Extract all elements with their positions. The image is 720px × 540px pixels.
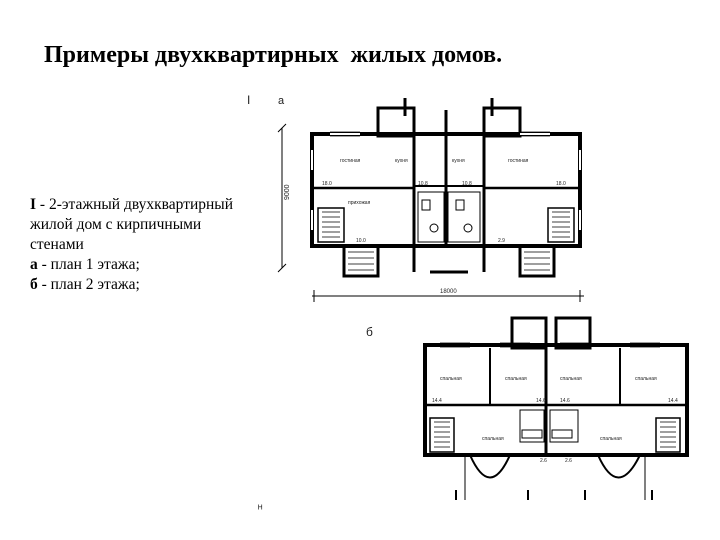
plan-a-room-label: кухня: [395, 158, 408, 164]
caption-block: I - 2-этажный двухквартирный жилой дом с…: [30, 195, 240, 295]
plan-b-label: б: [366, 325, 373, 339]
plan-b-room-label: спальная: [600, 436, 622, 442]
plan-a-horizontal-dimension: [312, 290, 584, 302]
caption-mark-a: а: [30, 256, 38, 273]
plan-a-room-label: прихожая: [348, 200, 371, 206]
plan-a-first-floor: [310, 98, 582, 278]
caption-line-house: I - 2-этажный двухквартирный жилой дом с…: [30, 195, 240, 255]
caption-mark-b: б: [30, 276, 38, 293]
plan-a-area: 10.8: [462, 181, 472, 187]
plan-b-room-label: спальная: [482, 436, 504, 442]
caption-house-description: - 2-этажный двухквартирный жилой дом с к…: [30, 196, 234, 253]
plan-a-area: 18.0: [322, 181, 332, 187]
plan-b-area: 2.6: [565, 458, 572, 464]
caption-plan-a-text: - план 1 этажа;: [37, 256, 140, 273]
plan-a-area: 2.9: [498, 238, 505, 244]
plan-a-room-label: гостиная: [508, 158, 529, 164]
plan-b-room-labels: спальная спальная спальная спальная спал…: [432, 376, 678, 464]
caption-mark-roman: I: [30, 196, 37, 213]
plan-a-room-label: кухня: [452, 158, 465, 164]
plan-a-height-dim-text: 9000: [284, 184, 291, 200]
plan-b-area: 2.6: [540, 458, 547, 464]
plan-b-room-label: спальная: [505, 376, 527, 382]
plan-a-area: 10.8: [418, 181, 428, 187]
plan-a-room-labels: гостиная кухня кухня гостиная прихожая 1…: [322, 158, 566, 244]
plan-a-label: а: [278, 95, 285, 107]
plan-b-area: 14.4: [668, 398, 678, 404]
caption-line-plan-b: б - план 2 этажа;: [30, 275, 240, 295]
caption-line-plan-a: а - план 1 этажа;: [30, 255, 240, 275]
plan-b-area: 14.4: [432, 398, 442, 404]
plan-b-area: 14.6: [560, 398, 570, 404]
plan-a-vertical-dimension: [277, 123, 287, 273]
plan-a-room-label: гостиная: [340, 158, 361, 164]
plan-a-area: 10.0: [356, 238, 366, 244]
drawing-top-mark: I: [247, 93, 250, 107]
plan-a-width-dim-text: 18000: [440, 289, 457, 295]
slide-title: Примеры двухквартирных жилых домов.: [44, 42, 503, 68]
plan-a-area: 18.0: [556, 181, 566, 187]
plan-b-second-floor: [423, 316, 689, 500]
plan-b-room-label: спальная: [635, 376, 657, 382]
plan-b-room-label: спальная: [440, 376, 462, 382]
plan-b-area: 14.6: [536, 398, 546, 404]
drawing-bottom-mark: ᴴ: [258, 504, 263, 515]
caption-plan-b-text: - план 2 этажа;: [37, 276, 140, 293]
plan-b-room-label: спальная: [560, 376, 582, 382]
